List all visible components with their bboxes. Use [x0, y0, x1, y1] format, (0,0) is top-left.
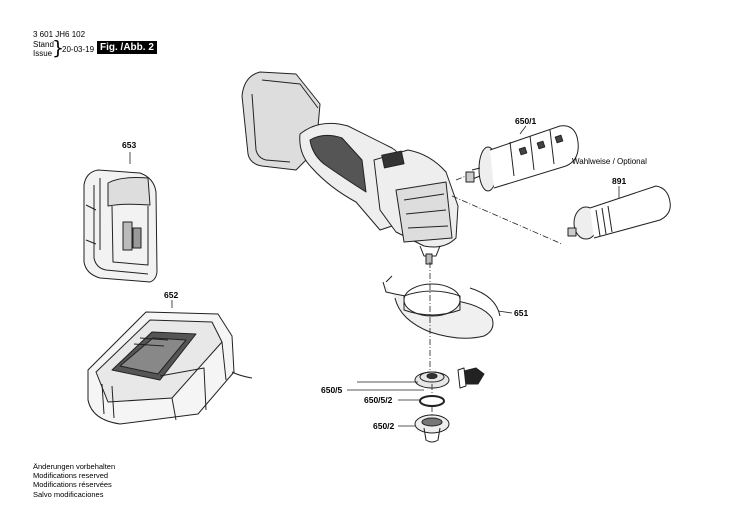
doc-number: 3 601 JH6 102	[33, 30, 86, 39]
footer-line-es: Salvo modificaciones	[33, 489, 104, 499]
part-label-653: 653	[122, 140, 137, 150]
side-handle-drawing	[465, 125, 579, 192]
footer-notes: Änderungen vorbehalten Modifications res…	[33, 462, 115, 499]
part-label-650-2: 650/2	[373, 421, 395, 431]
angle-grinder-drawing	[241, 71, 459, 265]
part-label-891: 891	[612, 176, 627, 186]
figure-label: Fig. /Abb. 2	[97, 41, 157, 54]
part-label-650-5: 650/5	[321, 385, 343, 395]
part-label-651: 651	[514, 308, 529, 318]
o-ring-drawing	[419, 395, 445, 407]
issue-label: Issue	[33, 49, 53, 58]
part-label-652: 652	[164, 290, 179, 300]
footer-line-fr: Modifications réservées	[33, 480, 112, 490]
battery-pack-drawing	[83, 169, 158, 283]
brace: }	[52, 37, 65, 59]
footer-line-en: Modifications reserved	[33, 471, 109, 481]
part-label-650-1: 650/1	[515, 116, 537, 126]
clamping-nut-drawing	[414, 414, 450, 443]
footer-line-de: Änderungen vorbehalten	[33, 462, 116, 471]
charger-drawing	[87, 311, 253, 425]
issue-date: 20-03-19	[62, 45, 95, 54]
flange-drawing	[414, 367, 485, 389]
alt-handle-drawing	[567, 185, 671, 240]
guard-drawing	[382, 275, 501, 339]
part-label-650-5-2: 650/5/2	[364, 395, 393, 405]
optional-note: Wahlweise / Optional	[572, 157, 647, 166]
stand-label: Stand	[33, 40, 54, 49]
